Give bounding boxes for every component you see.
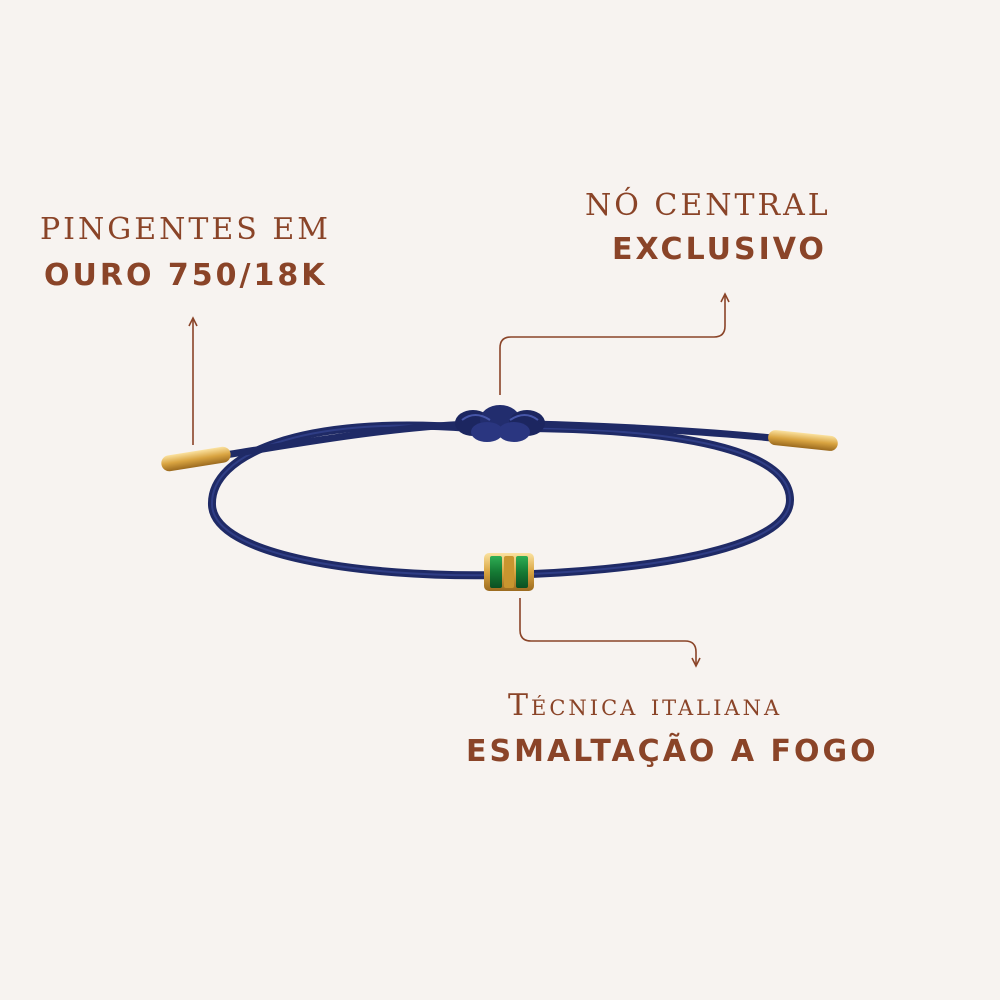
callout-line-knot [499, 292, 730, 395]
knot-label-line1: NÓ CENTRAL [585, 188, 831, 223]
technique-label-line1: Técnica italiana [508, 688, 783, 723]
pendants-label-line1: PINGENTES EM [40, 212, 332, 247]
callout-line-technique [519, 598, 701, 668]
knot-label-line2: EXCLUSIVO [612, 232, 827, 267]
callout-line-pendants [188, 316, 198, 445]
central-knot [455, 405, 545, 442]
technique-label-line2: ESMALTAÇÃO A FOGO [466, 734, 879, 769]
enamel-charm [484, 553, 534, 591]
gold-end-left [161, 446, 231, 472]
gold-end-right [768, 430, 838, 451]
pendants-label-line2: OURO 750/18K [44, 258, 328, 293]
cord [207, 420, 795, 580]
